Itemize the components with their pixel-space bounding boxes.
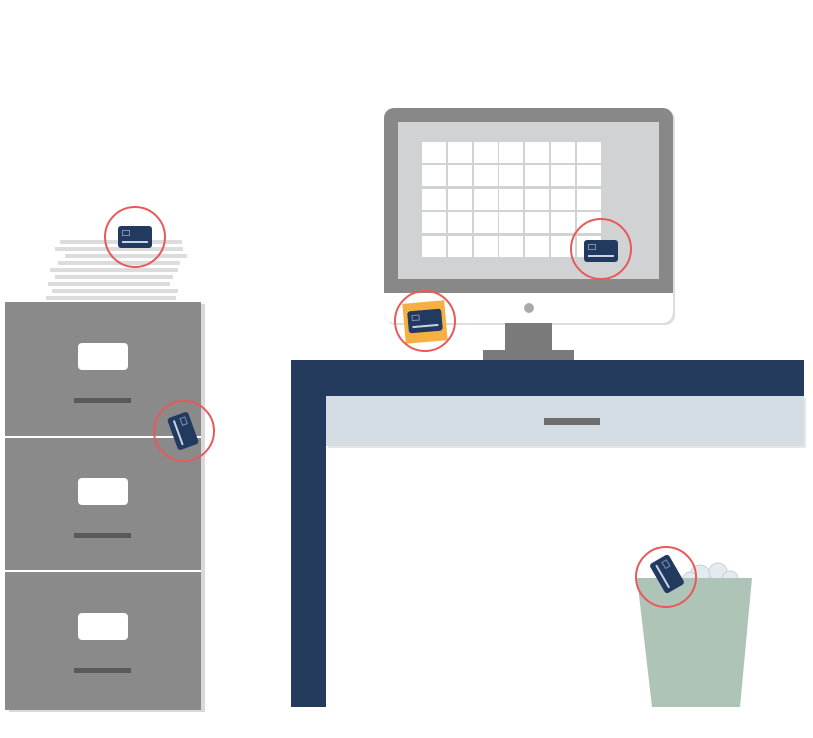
highlight-ring xyxy=(394,290,456,352)
drawer-handle xyxy=(74,668,131,673)
grid-cell xyxy=(422,212,446,234)
grid-cell xyxy=(499,165,524,187)
grid-cell xyxy=(525,165,550,187)
drawer-handle xyxy=(74,533,131,538)
grid-cell xyxy=(447,235,472,257)
monitor-stand xyxy=(505,323,552,352)
grid-cell xyxy=(422,188,446,210)
grid-cell xyxy=(473,188,498,210)
grid-cell xyxy=(447,188,472,210)
grid-cell xyxy=(499,235,524,257)
cabinet-divider xyxy=(5,436,201,438)
grid-cell xyxy=(447,212,472,234)
grid-cell xyxy=(576,142,601,163)
power-button-icon xyxy=(524,303,534,313)
trash-can-body xyxy=(637,578,752,707)
grid-cell xyxy=(473,212,498,234)
grid-cell xyxy=(551,235,575,257)
desk-top xyxy=(291,360,804,396)
grid-cell xyxy=(525,235,550,257)
grid-cell xyxy=(576,165,601,187)
grid-cell xyxy=(447,142,472,163)
grid-cell xyxy=(499,188,524,210)
grid-cell xyxy=(499,212,524,234)
grid-cell xyxy=(473,235,498,257)
grid-cell xyxy=(473,142,498,163)
grid-cell xyxy=(422,235,446,257)
grid-cell xyxy=(525,188,550,210)
grid-cell xyxy=(551,188,575,210)
drawer-label-slot xyxy=(78,343,128,370)
grid-cell xyxy=(551,212,575,234)
highlight-ring xyxy=(104,206,166,268)
grid-cell xyxy=(525,212,550,234)
grid-cell xyxy=(422,165,446,187)
highlight-ring xyxy=(570,218,632,280)
grid-cell xyxy=(576,188,601,210)
grid-cell xyxy=(525,142,550,163)
drawer-label-slot xyxy=(78,613,128,640)
grid-cell xyxy=(499,142,524,163)
filing-cabinet xyxy=(5,302,201,710)
drawer-handle xyxy=(74,398,131,403)
highlight-ring xyxy=(635,546,697,608)
cabinet-divider xyxy=(5,570,201,572)
desk-leg xyxy=(291,360,326,707)
grid-cell xyxy=(551,165,575,187)
grid-cell xyxy=(447,165,472,187)
grid-cell xyxy=(422,142,446,163)
monitor-base xyxy=(483,350,574,360)
grid-cell xyxy=(473,165,498,187)
highlight-ring xyxy=(153,400,215,462)
grid-cell xyxy=(551,142,575,163)
drawer-label-slot xyxy=(78,478,128,505)
desk-drawer-handle xyxy=(544,418,600,425)
